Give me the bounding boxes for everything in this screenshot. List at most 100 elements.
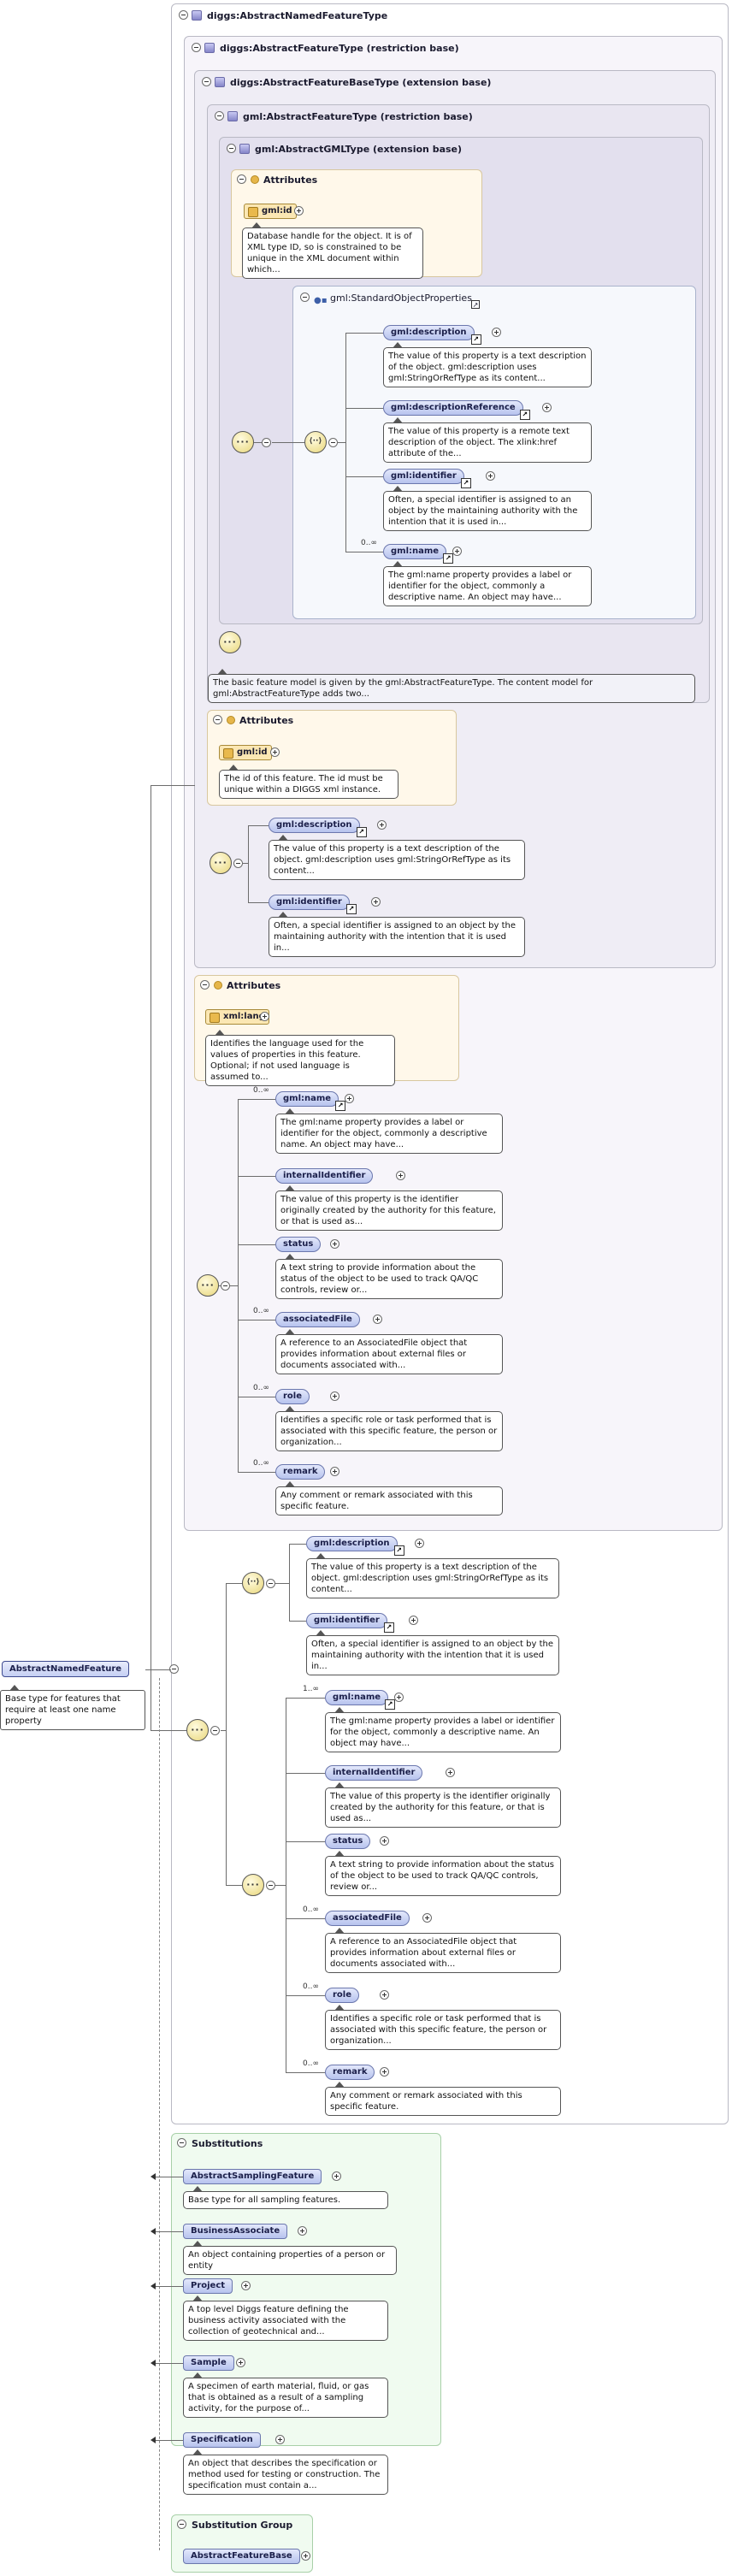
expand-toggle-icon[interactable] bbox=[298, 2226, 308, 2236]
collapse-toggle-icon[interactable] bbox=[169, 1664, 179, 1674]
element-gml-identifier[interactable]: gml:identifier bbox=[383, 469, 471, 488]
element-internal-identifier[interactable]: internalIdentifier bbox=[275, 1168, 374, 1184]
element-gml-description-reference[interactable]: gml:descriptionReference bbox=[383, 400, 530, 420]
expand-toggle-icon[interactable] bbox=[235, 2358, 245, 2367]
collapse-toggle-icon[interactable] bbox=[210, 1726, 220, 1735]
element-associated-file[interactable]: associatedFile bbox=[275, 1312, 360, 1327]
type-title: diggs:AbstractNamedFeatureType bbox=[207, 10, 388, 21]
occurrence-label: 0..∞ bbox=[253, 1086, 269, 1095]
expand-toggle-icon[interactable] bbox=[380, 1990, 389, 2000]
expand-toggle-icon[interactable] bbox=[330, 1239, 339, 1249]
element-doc: Often, a special identifier is assigned … bbox=[269, 912, 525, 957]
expand-toggle-icon[interactable] bbox=[373, 1315, 383, 1324]
substitution-group-element[interactable]: AbstractFeatureBase bbox=[183, 2549, 300, 2564]
element-gml-description[interactable]: gml:description bbox=[269, 818, 367, 837]
collapse-toggle-icon[interactable] bbox=[192, 43, 201, 52]
element-name: gml:description bbox=[276, 820, 352, 830]
type-header: diggs:AbstractNamedFeatureType bbox=[179, 9, 387, 23]
collapse-toggle-icon[interactable] bbox=[221, 1281, 230, 1291]
sequence-compositor-icon[interactable] bbox=[186, 1719, 209, 1741]
expand-toggle-icon[interactable] bbox=[445, 1768, 455, 1777]
collapse-toggle-icon[interactable] bbox=[213, 715, 222, 724]
expand-toggle-icon[interactable] bbox=[452, 547, 462, 556]
collapse-toggle-icon[interactable] bbox=[233, 859, 243, 868]
substitution-sample[interactable]: Sample bbox=[183, 2355, 234, 2371]
choice-compositor-icon[interactable] bbox=[304, 431, 327, 453]
element-name: gml:name bbox=[391, 547, 440, 556]
expand-toggle-icon[interactable] bbox=[344, 1094, 354, 1103]
reference-icon[interactable]: ↗ bbox=[471, 300, 480, 309]
expand-toggle-icon[interactable] bbox=[377, 820, 387, 830]
choice-compositor-icon[interactable] bbox=[242, 1572, 264, 1594]
expand-toggle-icon[interactable] bbox=[409, 1616, 419, 1625]
expand-toggle-icon[interactable] bbox=[393, 1693, 404, 1702]
expand-toggle-icon[interactable] bbox=[274, 2435, 285, 2444]
element-gml-name[interactable]: gml:name bbox=[325, 1690, 396, 1710]
expand-toggle-icon[interactable] bbox=[301, 2551, 310, 2561]
arrow-left-icon bbox=[151, 2228, 156, 2235]
attribute-gml-id[interactable]: gml:id bbox=[244, 204, 297, 219]
attribute-doc: Identifies the language used for the val… bbox=[205, 1030, 395, 1086]
collapse-toggle-icon[interactable] bbox=[237, 174, 246, 184]
collapse-toggle-icon[interactable] bbox=[177, 2138, 186, 2148]
expand-toggle-icon[interactable] bbox=[542, 403, 552, 412]
expand-toggle-icon[interactable] bbox=[294, 206, 304, 216]
sequence-compositor-icon[interactable] bbox=[197, 1274, 219, 1297]
element-name: BusinessAssociate bbox=[191, 2226, 280, 2236]
element-gml-identifier[interactable]: gml:identifier bbox=[306, 1613, 394, 1633]
expand-toggle-icon[interactable] bbox=[330, 1391, 339, 1401]
element-status[interactable]: status bbox=[325, 1834, 371, 1849]
expand-toggle-icon[interactable] bbox=[260, 1012, 269, 1021]
element-name: gml:descriptionReference bbox=[391, 403, 516, 412]
element-remark[interactable]: remark bbox=[275, 1464, 326, 1480]
expand-toggle-icon[interactable] bbox=[492, 328, 501, 337]
element-name: gml:description bbox=[314, 1539, 390, 1548]
element-gml-name[interactable]: gml:name bbox=[275, 1091, 346, 1111]
expand-toggle-icon[interactable] bbox=[486, 471, 496, 481]
expand-toggle-icon[interactable] bbox=[331, 2171, 341, 2181]
collapse-toggle-icon[interactable] bbox=[177, 2520, 186, 2529]
element-gml-identifier[interactable]: gml:identifier bbox=[269, 895, 357, 914]
substitution-project[interactable]: Project bbox=[183, 2278, 233, 2294]
sequence-compositor-icon[interactable] bbox=[210, 852, 232, 874]
element-gml-description[interactable]: gml:description bbox=[306, 1536, 404, 1556]
collapse-toggle-icon[interactable] bbox=[179, 10, 188, 20]
substitution-business-associate[interactable]: BusinessAssociate bbox=[183, 2224, 288, 2239]
element-associated-file[interactable]: associatedFile bbox=[325, 1911, 410, 1926]
collapse-toggle-icon[interactable] bbox=[215, 111, 224, 121]
collapse-toggle-icon[interactable] bbox=[200, 980, 210, 990]
expand-toggle-icon[interactable] bbox=[270, 747, 280, 757]
element-role[interactable]: role bbox=[275, 1389, 310, 1404]
element-remark[interactable]: remark bbox=[325, 2065, 375, 2080]
sequence-compositor-icon[interactable] bbox=[242, 1874, 264, 1896]
connector-line bbox=[238, 1176, 275, 1177]
expand-toggle-icon[interactable] bbox=[422, 1913, 433, 1923]
element-role[interactable]: role bbox=[325, 1988, 360, 2003]
expand-toggle-icon[interactable] bbox=[371, 897, 381, 907]
element-gml-description[interactable]: gml:description bbox=[383, 325, 481, 345]
root-element[interactable]: AbstractNamedFeature bbox=[2, 1661, 130, 1677]
expand-toggle-icon[interactable] bbox=[380, 1836, 389, 1846]
expand-toggle-icon[interactable] bbox=[380, 2067, 389, 2077]
collapse-toggle-icon[interactable] bbox=[328, 438, 338, 447]
type-header: gml:AbstractFeatureType (restriction bas… bbox=[215, 110, 473, 124]
collapse-toggle-icon[interactable] bbox=[227, 144, 236, 153]
substitution-abstract-sampling-feature[interactable]: AbstractSamplingFeature bbox=[183, 2169, 322, 2184]
expand-toggle-icon[interactable] bbox=[395, 1171, 405, 1180]
collapse-toggle-icon[interactable] bbox=[266, 1579, 275, 1588]
attribute-gml-id[interactable]: gml:id bbox=[219, 745, 272, 760]
sequence-compositor-icon[interactable] bbox=[219, 631, 241, 653]
substitution-doc: An object that describes the specificati… bbox=[183, 2449, 388, 2495]
element-status[interactable]: status bbox=[275, 1237, 322, 1252]
collapse-toggle-icon[interactable] bbox=[202, 77, 211, 86]
expand-toggle-icon[interactable] bbox=[330, 1467, 339, 1476]
sequence-compositor-icon[interactable] bbox=[232, 431, 254, 453]
substitution-specification[interactable]: Specification bbox=[183, 2432, 261, 2448]
element-internal-identifier[interactable]: internalIdentifier bbox=[325, 1765, 423, 1781]
collapse-toggle-icon[interactable] bbox=[262, 438, 271, 447]
element-gml-name[interactable]: gml:name bbox=[383, 544, 454, 564]
expand-toggle-icon[interactable] bbox=[241, 2281, 251, 2290]
expand-toggle-icon[interactable] bbox=[415, 1539, 424, 1548]
collapse-toggle-icon[interactable] bbox=[300, 292, 310, 302]
collapse-toggle-icon[interactable] bbox=[266, 1881, 275, 1890]
